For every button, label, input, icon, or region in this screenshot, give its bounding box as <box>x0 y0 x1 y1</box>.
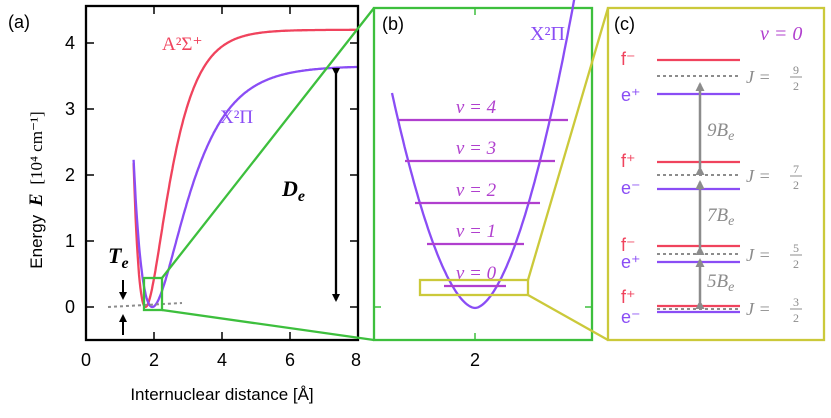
level-label-v1: ν = 1 <box>456 221 496 242</box>
spacing-label-7be: 7Be <box>707 205 734 229</box>
parity-top-label: f⁻ <box>621 49 636 69</box>
a2sigma-potential-curve <box>132 28 358 309</box>
vibrational-level-labels: ν = 0 ν = 1 ν = 2 ν = 3 ν = 4 <box>456 97 497 284</box>
y-axis-label: Energy E [10⁴ cm⁻¹] <box>26 111 47 268</box>
parity-top-label: f⁺ <box>621 287 636 307</box>
y-tick-label: 0 <box>65 297 75 317</box>
y-tick-label: 4 <box>65 33 75 53</box>
zoom-box-a <box>142 276 164 312</box>
rotational-group-j9-2: f⁻ e⁺ J = 9 2 <box>621 49 802 105</box>
x-tick-label: 2 <box>149 350 159 370</box>
y-tick-label: 2 <box>65 165 75 185</box>
parity-top-label: f⁺ <box>621 151 636 171</box>
spacing-label-5be: 5Be <box>707 271 734 295</box>
j-denominator: 2 <box>793 79 799 93</box>
panel-c-frame <box>606 6 826 342</box>
level-label-v3: ν = 3 <box>456 138 496 159</box>
rotational-group-j5-2: f⁻ e⁺ J = 5 2 <box>621 235 802 272</box>
panel-b-frame <box>372 6 594 342</box>
parity-bottom-label: e⁻ <box>621 307 641 327</box>
j-denominator: 2 <box>793 311 799 325</box>
panel-a-label: (a) <box>8 12 30 32</box>
j-numerator: 5 <box>793 241 799 255</box>
rotational-group-j7-2: f⁺ e⁻ J = 7 2 <box>621 151 802 198</box>
level-label-v4: ν = 4 <box>456 97 497 118</box>
panel-b: (b) X²Π 2 ν = 0 ν = 1 ν = 2 ν = 3 ν = 4 <box>372 0 594 370</box>
parity-bottom-label: e⁺ <box>621 85 641 105</box>
zoom-connector-c-top <box>526 7 610 281</box>
nu-zero-label: ν = 0 <box>760 23 802 45</box>
zoom-connector-bottom <box>161 308 375 342</box>
te-label: Te <box>108 243 129 272</box>
rotational-group-j3-2: f⁺ e⁻ J = 3 2 <box>621 287 802 327</box>
panel-c-label: (c) <box>614 14 635 34</box>
parity-top-label: f⁻ <box>621 235 636 255</box>
j-label: J = <box>746 299 771 319</box>
j-label: J = <box>746 245 771 265</box>
spacing-label-9be: 9Be <box>707 120 734 144</box>
level-label-v2: ν = 2 <box>456 180 497 201</box>
vibrational-levels <box>399 118 568 288</box>
x-tick-label: 8 <box>351 350 361 370</box>
j-label: J = <box>746 67 771 87</box>
a2sigma-label: A²Σ⁺ <box>162 34 203 55</box>
x2pi-label: X²Π <box>220 107 253 128</box>
x-axis-label: Internuclear distance [Å] <box>130 385 313 404</box>
x-tick-label: 4 <box>217 350 227 370</box>
j-denominator: 2 <box>793 178 799 192</box>
level-label-v0: ν = 0 <box>456 263 497 284</box>
zoom-connector-top <box>161 7 375 279</box>
parity-bottom-label: e⁺ <box>621 252 641 272</box>
j-numerator: 7 <box>793 162 799 176</box>
panel-a-frame <box>84 4 360 342</box>
x2pi-state-label: X²Π <box>530 23 565 45</box>
j-denominator: 2 <box>793 257 799 271</box>
x-tick-label: 0 <box>81 350 91 370</box>
j-numerator: 9 <box>793 63 799 77</box>
y-tick-label: 1 <box>65 231 75 251</box>
panel-b-label: (b) <box>382 14 404 34</box>
y-tick-labels: 0 1 2 3 4 <box>65 33 75 317</box>
panel-a: (a) Energy E [10⁴ cm⁻¹] <box>8 4 361 404</box>
panel-b-ticks <box>374 8 592 340</box>
panel-c: (c) ν = 0 f⁻ e⁺ J = 9 2 f⁺ e⁻ J = 7 2 <box>606 6 826 342</box>
panel-a-ticks <box>85 6 359 340</box>
parity-bottom-label: e⁻ <box>621 178 641 198</box>
x2pi-potential-well <box>390 0 576 310</box>
x2pi-potential-curve <box>132 65 358 309</box>
j-numerator: 3 <box>793 295 799 309</box>
de-label: De <box>281 176 305 205</box>
zoom-box-b <box>418 278 530 297</box>
zoom-connector-c-bottom <box>527 293 609 342</box>
x-tick-label: 6 <box>285 350 295 370</box>
panel-b-x-tick-label: 2 <box>470 350 480 370</box>
x-tick-labels: 0 2 4 6 8 <box>81 350 361 370</box>
spacing-labels: 9Be 7Be 5Be <box>707 120 734 295</box>
y-tick-label: 3 <box>65 99 75 119</box>
j-label: J = <box>746 166 771 186</box>
